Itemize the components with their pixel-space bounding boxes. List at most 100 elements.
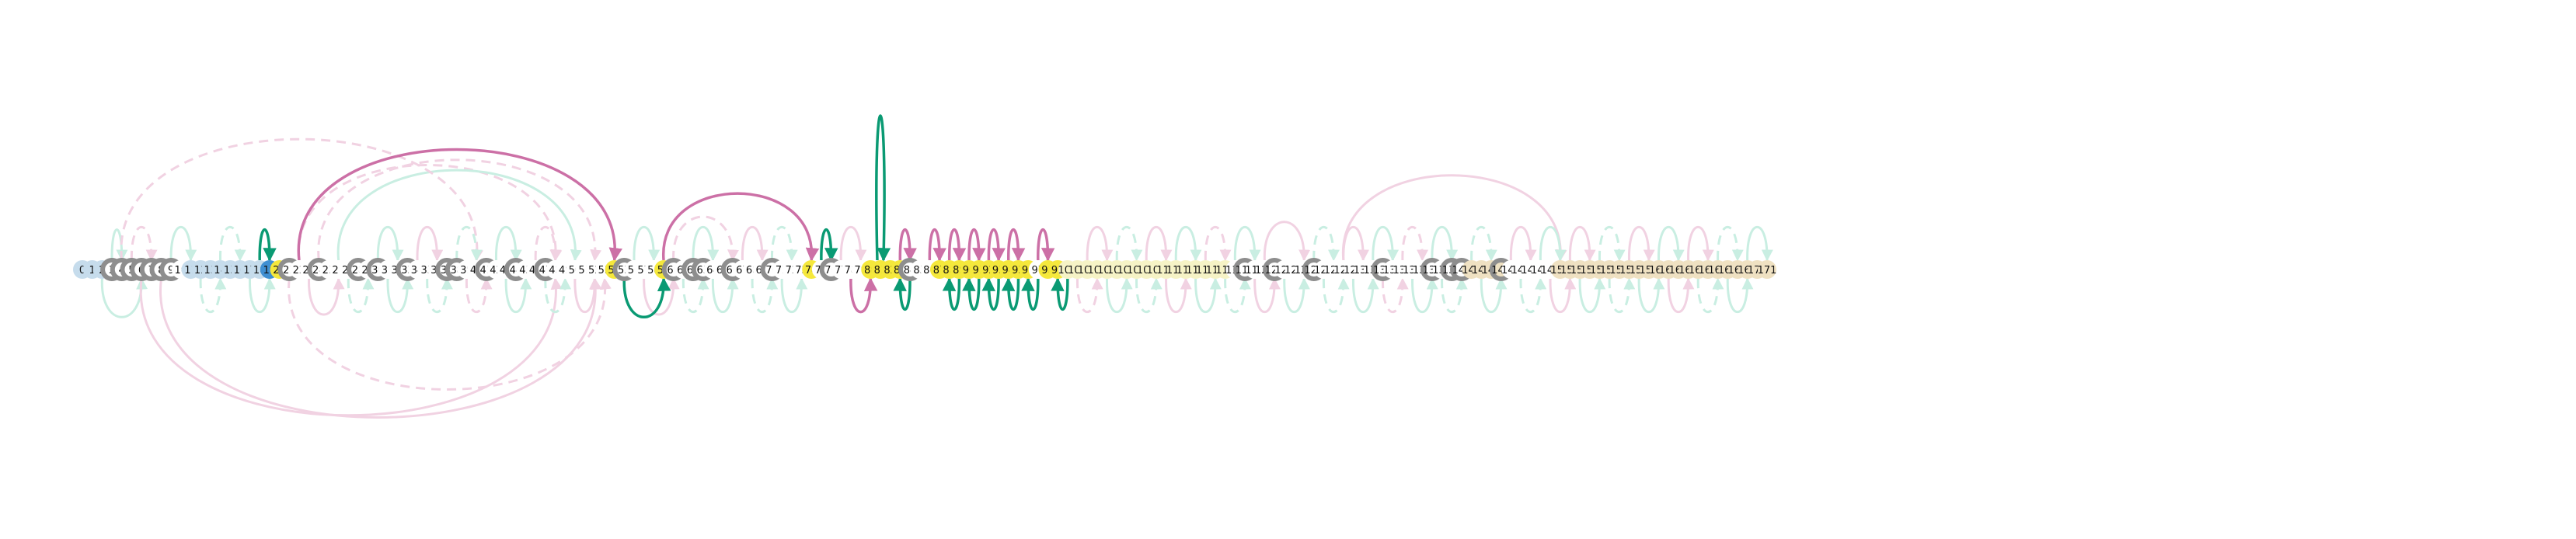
node-label: 1 [89,265,96,276]
faint-edge-145-147 [1509,225,1537,262]
faint-edge-77-79 [839,225,867,262]
edge-22-54 [297,148,622,262]
node-gray-marker [366,258,386,281]
faint-edge-9-11 [169,225,197,262]
faint-edge-50-52 [573,277,601,314]
node-gray-marker [347,258,366,281]
faint-edge-67-69 [741,225,769,262]
faint-edge-122-124 [1283,277,1310,314]
faint-edge-42-44 [494,225,522,262]
faint-edge-35-37 [426,277,453,314]
faint-edge-119-121 [1253,277,1281,314]
node-gray-marker [533,258,553,281]
faint-edge-120-124 [1263,221,1311,262]
node-gray-marker [277,258,298,281]
faint-edge-148-150 [1539,225,1567,262]
faint-edge-132-134 [1382,277,1409,314]
faint-edge-160-162 [1657,225,1685,262]
faint-edge-6-48 [139,277,563,417]
faint-edge-152-154 [1578,277,1606,314]
faint-edge-39-41 [465,277,493,314]
node-gray-marker [474,258,494,281]
faint-edge-101-103 [1076,277,1103,314]
faint-edge-129-131 [1352,277,1379,314]
edge-89-88 [942,277,961,311]
faint-edge-71-73 [780,277,808,314]
faint-edge-151-153 [1568,225,1596,262]
faint-edge-161-163 [1667,277,1695,314]
node-gray-marker [149,258,169,281]
faint-edge-155-157 [1608,277,1636,314]
faint-edge-108-110 [1145,225,1173,262]
faint-edge-131-133 [1372,225,1400,262]
faint-edge-56-58 [633,225,661,262]
strong-edge-layer [258,114,1069,319]
node-gray-marker [130,258,150,281]
node-gray-marker [720,258,741,281]
faint-edge-141-143 [1470,225,1497,262]
faint-edge-22-48 [298,164,563,262]
faint-edge-114-116 [1204,225,1232,262]
faint-edge-167-169 [1726,277,1754,314]
node-171: 171 [1758,260,1777,279]
faint-edge-111-113 [1174,225,1202,262]
faint-edge-3-4 [110,228,128,262]
node-gray-marker [1450,258,1469,281]
edge-88-89 [947,228,967,262]
faint-edge-5-7 [130,225,158,262]
node-gray-marker [661,258,681,281]
faint-edge-12-14 [199,277,227,314]
faint-edge-102-104 [1086,225,1114,262]
faint-edge-46-48 [534,225,562,262]
faint-edge-30-32 [376,225,404,262]
edge-92-93 [987,228,1006,262]
faint-edge-27-29 [347,277,375,314]
faint-edge-169-171 [1746,225,1773,262]
node-gray-marker [1440,258,1460,281]
node-gray-marker [691,258,711,281]
faint-edge-117-119 [1233,225,1261,262]
edge-78-80 [849,277,878,314]
faint-edge-163-165 [1687,225,1714,262]
faint-edge-8-52 [159,277,602,419]
node-gray-marker [120,258,140,281]
node-gray-marker [1489,258,1509,281]
faint-edge-146-148 [1519,277,1547,314]
faint-edge-128-150 [1342,174,1567,262]
edge-94-95 [1007,228,1026,262]
node-gray-marker [681,258,702,281]
node-gray-marker [1263,258,1283,281]
edge-75-76 [820,228,838,262]
faint-edge-154-156 [1598,225,1626,262]
edge-59-74 [662,192,820,262]
edge-100-99 [1051,277,1069,311]
faint-edge-110-112 [1165,277,1192,314]
edge-84-83 [893,277,912,311]
faint-edge-57-60 [643,277,680,316]
faint-edge-38-40 [455,225,483,262]
faint-edge-137-139 [1431,225,1459,262]
node-gray-marker [396,258,416,281]
faint-edge-4-40 [120,137,484,262]
faint-edge-164-166 [1696,277,1724,314]
faint-edge-60-66 [672,215,739,262]
edge-90-91 [967,228,986,262]
edge-95-94 [1001,277,1020,311]
edge-97-98 [1037,228,1055,262]
edge-86-87 [928,228,946,262]
node-gray-marker [1302,258,1322,281]
faint-edge-125-127 [1312,225,1340,262]
edge-81-81 [875,114,891,262]
node-gray-marker [100,258,120,281]
node-label: 171 [1758,265,1777,276]
node-gray-marker [159,258,180,281]
faint-edge-134-136 [1401,225,1429,262]
faint-edge-14-16 [218,225,246,262]
faint-edge-62-64 [692,225,720,262]
node-gray-marker [819,258,839,281]
node-gray-marker [139,258,159,281]
edge-83-84 [898,228,917,262]
faint-edge-23-26 [308,277,345,316]
